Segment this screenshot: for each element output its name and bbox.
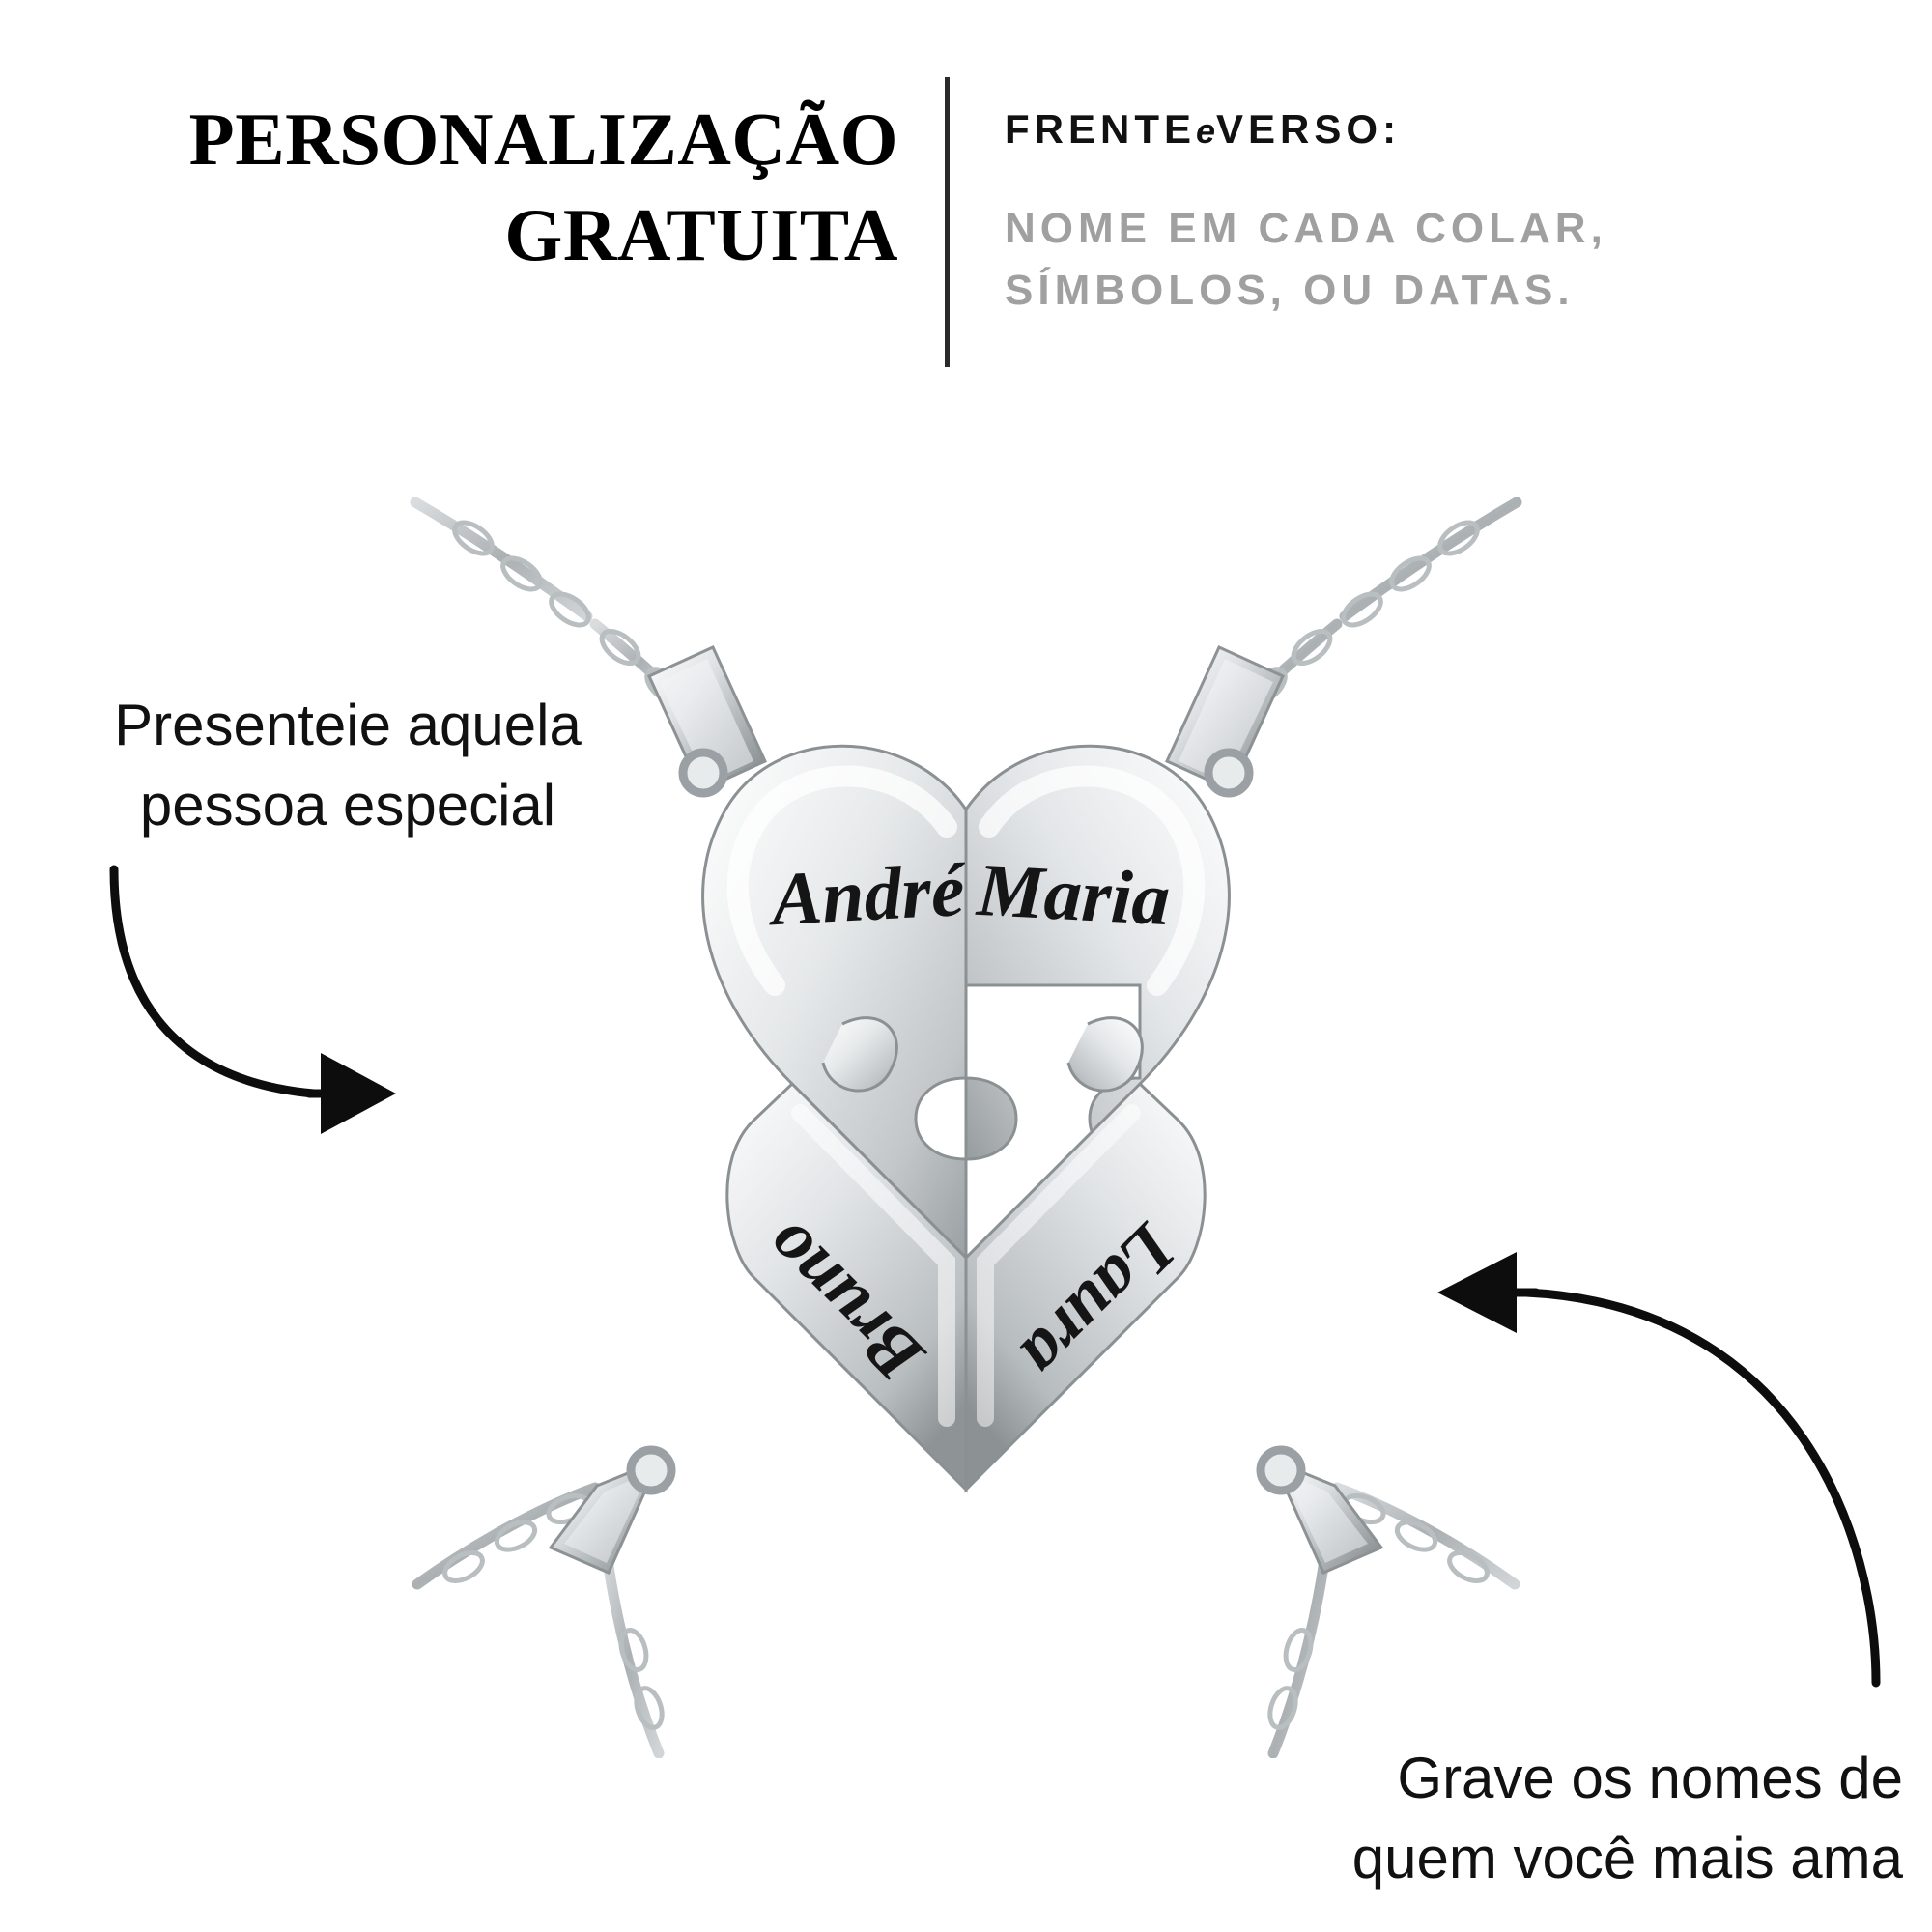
frente-verso-pre: FRENTE [1005, 106, 1196, 152]
engraving-top-right: Maria [974, 847, 1173, 941]
headline-line-2: GRATUITA [504, 192, 898, 276]
curved-arrow-left-icon [1437, 1252, 1881, 1688]
annotation-right-line-2: quem você mais ama [1351, 1825, 1903, 1890]
puzzle-knobs [821, 1016, 1144, 1093]
subtitle-line-1: NOME EM CADA COLAR, [1005, 205, 1607, 252]
puzzle-piece-bottom-right [964, 1081, 1207, 1493]
puzzle-heart-necklace-graphic: André Maria Bruno Laura [410, 497, 1522, 1758]
annotation-right-line-1: Grave os nomes de [1397, 1746, 1903, 1810]
frente-verso-post: VERSO: [1216, 106, 1402, 152]
annotation-left-line-2: pessoa especial [139, 772, 556, 838]
annotation-left-text: Presenteie aquela pessoa especial [29, 686, 667, 846]
frente-verso-conjunction: e [1196, 111, 1217, 151]
frente-verso-label: FRENTEeVERSO: [1005, 106, 1401, 153]
subtitle-line-2: SÍMBOLOS, OU DATAS. [1005, 266, 1575, 314]
annotation-left-line-1: Presenteie aquela [114, 693, 582, 757]
headline-line-1: PERSONALIZAÇÃO [188, 98, 898, 181]
puzzle-piece-top-left [701, 744, 968, 1262]
puzzle-piece-top-right [964, 744, 1231, 1161]
bail-top-left [647, 645, 767, 792]
puzzle-piece-bottom-left [725, 1081, 968, 1493]
product-image: André Maria Bruno Laura [406, 483, 1526, 1758]
header-divider [945, 77, 950, 367]
header-subtitle: NOME EM CADA COLAR, SÍMBOLOS, OU DATAS. [1005, 198, 1874, 322]
bail-top-right [1165, 645, 1285, 792]
annotation-right-text: Grave os nomes de quem você mais ama [1188, 1739, 1903, 1899]
jump-rings [626, 748, 1306, 1495]
page-title: PERSONALIZAÇÃO GRATUITA [68, 92, 898, 282]
curved-arrow-right-icon [109, 865, 396, 1134]
engraving-top-left: André [765, 847, 969, 942]
header-banner: PERSONALIZAÇÃO GRATUITA FRENTEeVERSO: NO… [0, 0, 1932, 386]
